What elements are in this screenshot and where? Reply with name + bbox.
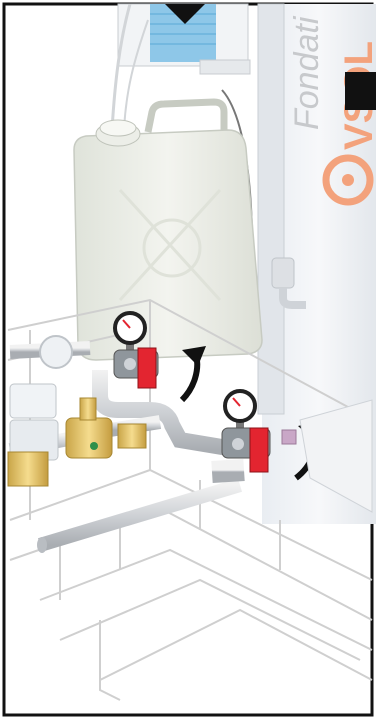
water-canister-icon [74,102,262,360]
brand-label: Fondati [288,15,326,130]
filter-cartridge-icon [118,4,250,74]
ball-valve-icon [114,348,158,388]
brand-name: Fondati [288,15,326,130]
pressure-gauge-icon [225,391,255,430]
black-tag [345,72,376,110]
